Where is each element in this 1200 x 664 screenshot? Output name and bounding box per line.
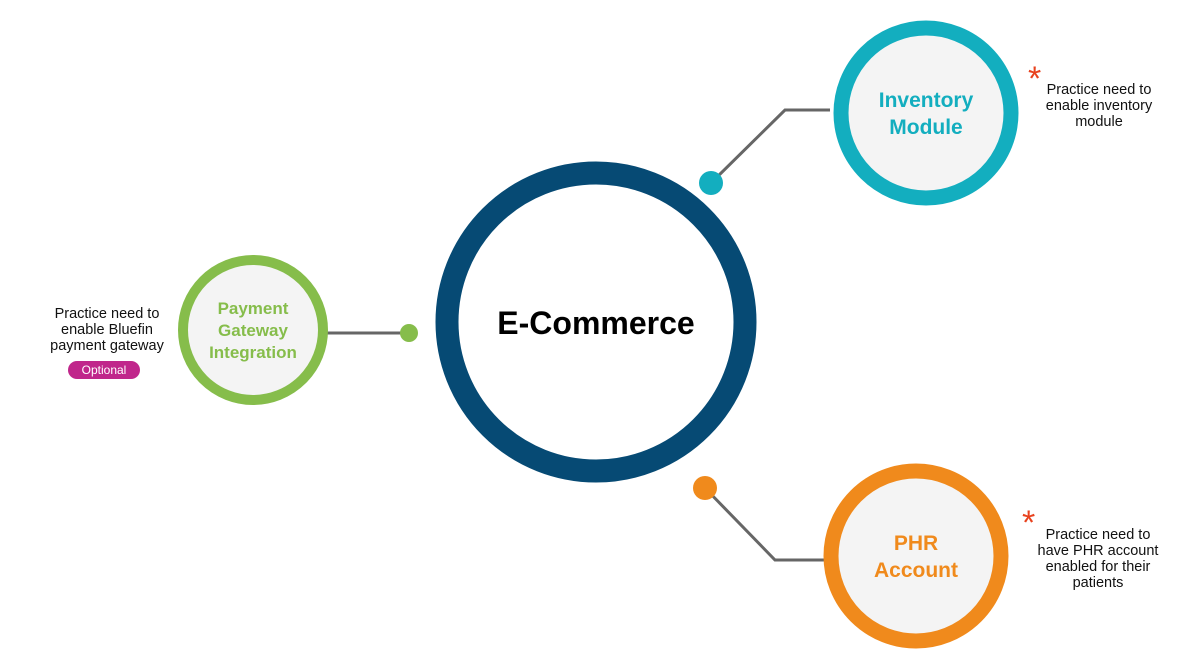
center-circle — [435, 161, 757, 483]
payment-note-line-1: Practice need to — [54, 306, 160, 322]
phr-note: Practice need to have PHR account enable… — [1028, 527, 1168, 591]
inventory-note-line-2: enable inventory — [1045, 98, 1153, 114]
phr-label-line-1: PHR — [894, 532, 938, 555]
phr-note-line-3: enabled for their — [1045, 559, 1151, 575]
payment-label-line-2: Gateway — [218, 321, 288, 340]
center-label: E-Commerce — [497, 305, 694, 341]
phr-note-line-2: have PHR account — [1037, 543, 1159, 559]
inventory-note-line-3: module — [1075, 114, 1123, 130]
payment-note-line-3: payment gateway — [50, 338, 164, 354]
connector-phr — [703, 486, 830, 562]
inventory-circle — [833, 20, 1019, 206]
payment-label-line-3: Integration — [209, 343, 297, 362]
phr-note-line-4: patients — [1072, 575, 1124, 591]
phr-required-asterisk: * — [1022, 504, 1036, 542]
connector-dot-payment — [400, 324, 418, 342]
inventory-label-line-1: Inventory — [879, 89, 974, 112]
inventory-note: Practice need to enable inventory module — [1034, 82, 1164, 130]
payment-note: Practice need to enable Bluefin payment … — [40, 306, 174, 354]
phr-note-line-1: Practice need to — [1045, 527, 1151, 543]
inventory-note-line-1: Practice need to — [1046, 82, 1152, 98]
payment-note-line-2: enable Bluefin — [61, 322, 153, 338]
inventory-label-line-2: Module — [889, 116, 963, 139]
inventory-required-asterisk: * — [1028, 60, 1042, 98]
payment-circle — [178, 255, 328, 405]
connector-inventory — [709, 108, 830, 185]
phr-circle — [823, 463, 1009, 649]
optional-badge: Optional — [68, 361, 140, 379]
phr-label-line-2: Account — [874, 559, 958, 582]
connector-dot-phr — [693, 476, 717, 500]
payment-label-line-1: Payment — [218, 299, 289, 318]
connector-dot-inventory — [699, 171, 723, 195]
